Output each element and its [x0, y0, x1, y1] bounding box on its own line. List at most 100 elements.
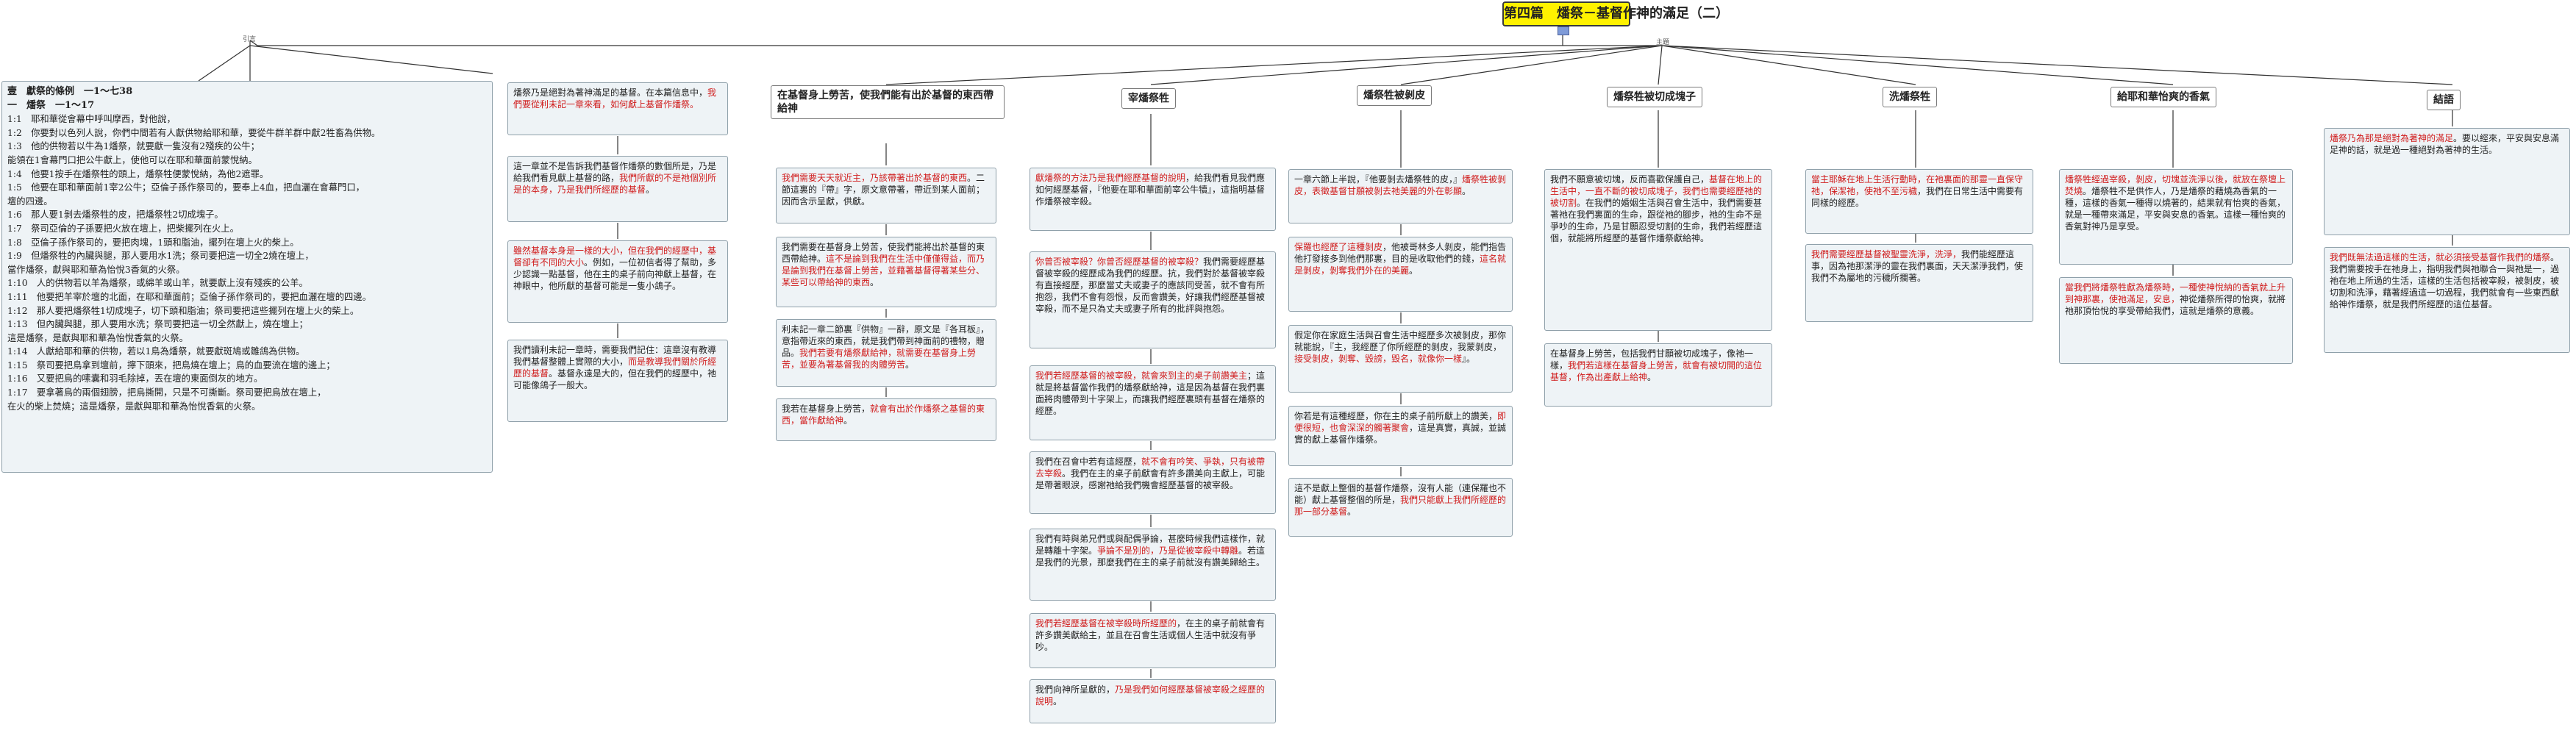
slaughter-highlight: 你曾否被宰殺？你曾否經歷基督的被宰殺？: [1035, 257, 1204, 267]
aroma-highlight: 當我們將燔祭牲獻為燔祭時，一種使神悅納的香氣就上升到神那裏，使祂滿足，安息，: [2065, 282, 2286, 304]
slaughter-text-tail: 。: [1053, 696, 1063, 706]
intro-box-1[interactable]: 燔祭乃是絕對為著神滿足的基督。在本篇信息中，我們要從利未記一章來看，如何獻上基督…: [507, 82, 728, 135]
skinning-highlight: 保羅也經歷了這種剝皮: [1294, 242, 1383, 252]
slaughter-box-1[interactable]: 獻燔祭的方法乃是我們經歷基督的說明，給我們看見我們應如何經歷基督，『他要在耶和華…: [1030, 168, 1276, 231]
conclusion-box-1[interactable]: 燔祭乃為那是絕對為著神的滿足。要以經來，平安與安息滿足神的話，就是過一種絕對為著…: [2324, 128, 2570, 235]
cutting-box-2[interactable]: 在基督身上勞苦，包括我們甘願被切成塊子，像祂一樣，我們若這樣在基督身上勞苦，就會…: [1544, 343, 1772, 407]
branch-header-labor[interactable]: 在基督身上勞苦，使我們能有出於基督的東西帶給神: [771, 85, 1005, 119]
aroma-highlight: 燔祭牲經過宰殺，剝皮，切塊並洗淨以後，就放在祭壇上焚燒: [2065, 174, 2286, 196]
slaughter-box-3[interactable]: 我們若經歷基督的被宰殺，就會來到主的桌子前讚美主；這就是將基督當作我們的燔祭獻給…: [1030, 365, 1276, 440]
aroma-box-2[interactable]: 當我們將燔祭牲獻為燔祭時，一種使神悅納的香氣就上升到神那裏，使祂滿足，安息，神從…: [2059, 277, 2293, 364]
washing-highlight: 我們需要經歷基督被聖靈洗淨，洗淨，: [1811, 249, 1962, 260]
outline-line: 1:12 那人要把燔祭牲1切成塊子，切下頭和脂油；祭司要把這些擺列在壇上火的柴上…: [7, 305, 360, 316]
outline-line: 1:13 但內臟與腿，那人要用水洗；祭司要把這一切全然獻上，燒在壇上；: [7, 319, 308, 330]
washing-box-1[interactable]: 當主耶穌在地上生活行動時，在祂裏面的那靈一直保守祂，保潔祂，使祂不至污穢，我們在…: [1805, 169, 2033, 234]
slaughter-text: ；這就是將基督當作我們的燔祭獻給神，這是因為基督在我們裏面將肉體帶到十字架上，而…: [1035, 371, 1266, 416]
labor-box-4[interactable]: 我若在基督身上勞苦，就會有出於作燔祭之基督的東西，當作獻給神。: [776, 398, 996, 441]
slaughter-text-tail: 。我們在主的桌子前獻會有許多讚美向主獻上，可能是帶著眼淚，感謝祂給我們機會經歷基…: [1035, 468, 1266, 490]
intro-highlight: 雖然基督本身是一樣的大小，但在我們的經歷中，基督卻有不同的大小: [513, 246, 717, 268]
slaughter-text-tail: 。若這是我們的光景，那麼我們在主的桌子前就沒有讚美歸給主。: [1035, 545, 1266, 568]
intro-text-tail: 。例如，一位初信者得了幫助，多少認識一點基督，他在主的桌子前向神獻上基督，在神眼…: [513, 257, 717, 291]
conclusion-box-2[interactable]: 我們既無法過這樣的生活，就必須接受基督作我們的燔祭。我們需要按手在祂身上，指明我…: [2324, 247, 2570, 353]
branch-header-aroma[interactable]: 給耶和華怡爽的香氣: [2111, 87, 2216, 107]
cutting-box-1[interactable]: 我們不願意被切塊，反而喜歡保護自己，基督在地上的生活中，一直不斷的被切成塊子，我…: [1544, 169, 1772, 331]
skinning-text-tail: 』。: [1462, 354, 1476, 364]
outline-subtitle: 一 燔祭 一1～17: [7, 99, 95, 111]
slaughter-box-7[interactable]: 我們向神所呈獻的，乃是我們如何經歷基督被宰殺之經歷的說明。: [1030, 679, 1276, 723]
cutting-highlight: 我們若這樣在基督身上勞苦，就會有被切開的這位基督，作為出產獻上給神: [1550, 360, 1763, 382]
root-title[interactable]: 第四篇 燔祭－基督作神的滿足（二）: [1502, 1, 1729, 26]
slaughter-highlight: 爭論不是別的，乃是從被宰殺中轉離: [1097, 545, 1239, 556]
slaughter-text: ，在主的桌子前就會有許多讚美獻給主，並且在召會生活或個人生活中就沒有爭吵。: [1035, 618, 1266, 652]
intro-box-2[interactable]: 這一章並不是告訴我們基督作燔祭的數個所是，乃是給我們看見獻上基督的路，我們所獻的…: [507, 156, 728, 222]
intro-box-4[interactable]: 我們讀利未記一章時，需要我們記住：這章沒有教導我們基督整體上實際的大小，而是教導…: [507, 340, 728, 422]
slaughter-highlight: 乃是我們如何經歷基督被宰殺之經歷的說明: [1035, 684, 1266, 706]
labor-text-tail: 。: [905, 359, 915, 370]
skinning-text-tail: 。: [1462, 186, 1471, 196]
outline-line: 1:9 但燔祭牲的內臟與腿，那人要用水1洗；祭司要把這一切全2燒在壇上，: [7, 251, 314, 262]
labor-text-tail: 。: [843, 415, 853, 426]
labor-box-3[interactable]: 利未記一章二節裏『供物』一辭，原文是『各耳板』，意指帶近來的東西，就是我們帶到神…: [776, 319, 996, 387]
mindmap-root-icon: [1558, 26, 1569, 35]
aroma-text: 神從燔祭所得的怡爽，就將祂那頂怡悅的享受帶給我們，這就是燔祭的意義。: [2065, 294, 2286, 316]
slaughter-box-4[interactable]: 我們在召會中若有這經歷，就不會有吟笑、爭執，只有被帶去宰殺。我們在主的桌子前獻會…: [1030, 451, 1276, 514]
slaughter-box-6[interactable]: 我們若經歷基督在被宰殺時所經歷的，在主的桌子前就會有許多讚美獻給主，並且在召會生…: [1030, 613, 1276, 668]
skinning-text: 你若是有這種經歷，你在主的桌子前所獻上的讚美，: [1294, 411, 1498, 421]
washing-box-2[interactable]: 我們需要經歷基督被聖靈洗淨，洗淨，我們能經歷這事，因為祂那潔淨的靈在我們裏面，天…: [1805, 244, 2033, 322]
skinning-text: 一章六節上半說，『他要剝去燔祭牲的皮，』: [1294, 174, 1463, 185]
labor-box-2[interactable]: 我們需要在基督身上勞苦，使我們能將出於基督的東西帶給神。這不是論到我們在生活中僅…: [776, 237, 996, 307]
cutting-highlight: 基督在地上的生活中，一直不斷的被切成塊子，我們也需要經歷祂的被切割: [1550, 174, 1763, 208]
skinning-text-tail: ，這是真實，真誠，並誠實的獻上基督作燔祭。: [1294, 423, 1507, 445]
branch-header-skinning[interactable]: 燔祭牲被剝皮: [1357, 85, 1432, 106]
skinning-text: ，他被哥林多人剝皮，能們指告他打發接多到他們那裏，目的是收取他們的錢，: [1294, 242, 1507, 264]
outline-line: 1:11 他要把羊宰於壇的北面，在耶和華面前；亞倫子孫作祭司的，要把血灑在壇的四…: [7, 291, 371, 302]
skinning-highlight-2: 這名就是剝皮，剝奪我們外在的美麗: [1294, 254, 1507, 276]
branch-header-conclusion[interactable]: 結語: [2427, 90, 2461, 110]
labor-text: 。二節這裏的『帶』字，原文意帶著，帶近到某人面前；因而含示呈獻，供獻。: [782, 173, 985, 207]
hub-label-intro: 引言: [243, 36, 257, 43]
aroma-box-1[interactable]: 燔祭牲經過宰殺，剝皮，切塊並洗淨以後，就放在祭壇上焚燒。燔祭牲不是供作人，乃是燔…: [2059, 169, 2293, 265]
slaughter-text: 我們有時與弟兄們或與配偶爭論，甚麼時候我們這樣作，就是轉離十字架。: [1035, 534, 1266, 556]
slaughter-box-2[interactable]: 你曾否被宰殺？你曾否經歷基督的被宰殺？我們需要經歷基督被宰殺的經歷成為我們的經歷…: [1030, 251, 1276, 348]
skinning-highlight: 燔祭牲被剝皮，表徵基督甘願被剝去祂美麗的外在彰顯: [1294, 174, 1507, 196]
intro-highlight: 我們所獻的不是祂個別所是的本身，乃是我們所經歷的基督: [513, 173, 717, 195]
labor-text: 我們需要在基督身上勞苦，使我們能將出於基督的東西帶給神。: [782, 242, 985, 264]
slaughter-highlight: 我們若經歷基督的被宰殺，就會來到主的桌子前讚美主: [1035, 371, 1248, 381]
slaughter-highlight: 就不會有吟笑、爭執，只有被帶去宰殺: [1035, 457, 1266, 479]
scripture-outline-box[interactable]: 壹 獻祭的條例 一1～七38 一 燔祭 一1～17 1:1 耶和華從會幕中呼叫摩…: [1, 81, 493, 473]
conclusion-text: 。我們需要按手在祂身上，指明我們與祂聯合一與祂是一，過祂在地上所過的生活，這樣的…: [2330, 252, 2560, 309]
skinning-box-4[interactable]: 你若是有這種經歷，你在主的桌子前所獻上的讚美，即便很短，也會深深的觸著聚會，這是…: [1288, 406, 1513, 466]
outline-line: 1:1 耶和華從會幕中呼叫摩西，對他說，: [7, 114, 176, 125]
slaughter-text: 我們需要經歷基督被宰殺的經歷成為我們的經歷。抗，我們對於基督被宰殺有直接經歷，那…: [1035, 257, 1266, 314]
cutting-text: 在基督身上勞苦，包括我們甘願被切成塊子，像祂一樣，: [1550, 348, 1754, 371]
outline-line: 1:6 那人要1剝去燔祭牲的皮，把燔祭牲2切成塊子。: [7, 210, 224, 221]
branch-header-washing[interactable]: 洗燔祭牲: [1883, 87, 1937, 107]
branch-header-slaughter[interactable]: 宰燔祭牲: [1121, 88, 1176, 109]
washing-text: 我們能經歷這事，因為祂那潔淨的靈在我們裏面，天天潔淨我們，使我們不為屬地的污穢所…: [1811, 249, 2024, 283]
labor-text-tail: 。: [870, 277, 880, 287]
aroma-text: 。燔祭牲不是供作人，乃是燔祭的藉燒為香氣的一種，這樣的香氣一種得以燒著的，結果就…: [2065, 186, 2286, 232]
outline-line: 當作燔祭，獻與耶和華為怡悅3香氣的火祭。: [7, 264, 185, 275]
skinning-box-3[interactable]: 假定你在家庭生活與召會生活中經歷多次被剝皮，那你就能說，『主，我經歷了你所經歷的…: [1288, 325, 1513, 393]
slaughter-text: 我們向神所呈獻的，: [1035, 684, 1116, 695]
outline-line: 1:15 祭司要把鳥拿到壇前，擰下頭來，把鳥燒在壇上；鳥的血要流在壇的邊上；: [7, 359, 335, 371]
slaughter-highlight: 獻燔祭的方法乃是我們經歷基督的說明: [1035, 173, 1186, 183]
outline-line: 1:3 他的供物若以牛為1燔祭，就要獻一隻沒有2殘疾的公牛；: [7, 141, 260, 152]
skinning-box-1[interactable]: 一章六節上半說，『他要剝去燔祭牲的皮，』燔祭牲被剝皮，表徵基督甘願被剝去祂美麗的…: [1288, 169, 1513, 223]
labor-highlight: 就會有出於作燔祭之基督的東西，當作獻給神: [782, 404, 985, 426]
labor-box-1[interactable]: 我們需要天天就近主，乃該帶著出於基督的東西。二節這裏的『帶』字，原文意帶著，帶近…: [776, 168, 996, 223]
conclusion-text: 。要以經來，平安與安息滿足神的話，就是過一種絕對為著神的生活。: [2330, 133, 2560, 155]
washing-highlight: 當主耶穌在地上生活行動時，在祂裏面的那靈一直保守祂，保潔祂，使祂不至污穢: [1811, 174, 2024, 196]
outline-title: 壹 獻祭的條例 一1～七38: [7, 86, 133, 97]
slaughter-box-5[interactable]: 我們有時與弟兄們或與配偶爭論，甚麼時候我們這樣作，就是轉離十字架。爭論不是別的，…: [1030, 529, 1276, 601]
washing-text: ，我們在日常生活中需要有同樣的經歷。: [1811, 186, 2024, 208]
skinning-text-tail: 。: [1409, 265, 1419, 276]
slaughter-highlight: 我們若經歷基督在被宰殺時所經歷的: [1035, 618, 1177, 629]
intro-highlight: 而是教導我們關於所經歷的基督: [513, 357, 717, 379]
branch-header-cutting[interactable]: 燔祭牲被切成塊子: [1607, 87, 1702, 107]
skinning-box-2[interactable]: 保羅也經歷了這種剝皮，他被哥林多人剝皮，能們指告他打發接多到他們那裏，目的是收取…: [1288, 237, 1513, 312]
skinning-box-5[interactable]: 這不是獻上整個的基督作燔祭，沒有人能（連保羅也不能）獻上基督整個的所是，我們只能…: [1288, 478, 1513, 537]
intro-box-3[interactable]: 雖然基督本身是一樣的大小，但在我們的經歷中，基督卻有不同的大小。例如，一位初信者…: [507, 240, 728, 323]
outline-line: 這是燔祭，是獻與耶和華為怡悅香氣的火祭。: [7, 332, 188, 343]
